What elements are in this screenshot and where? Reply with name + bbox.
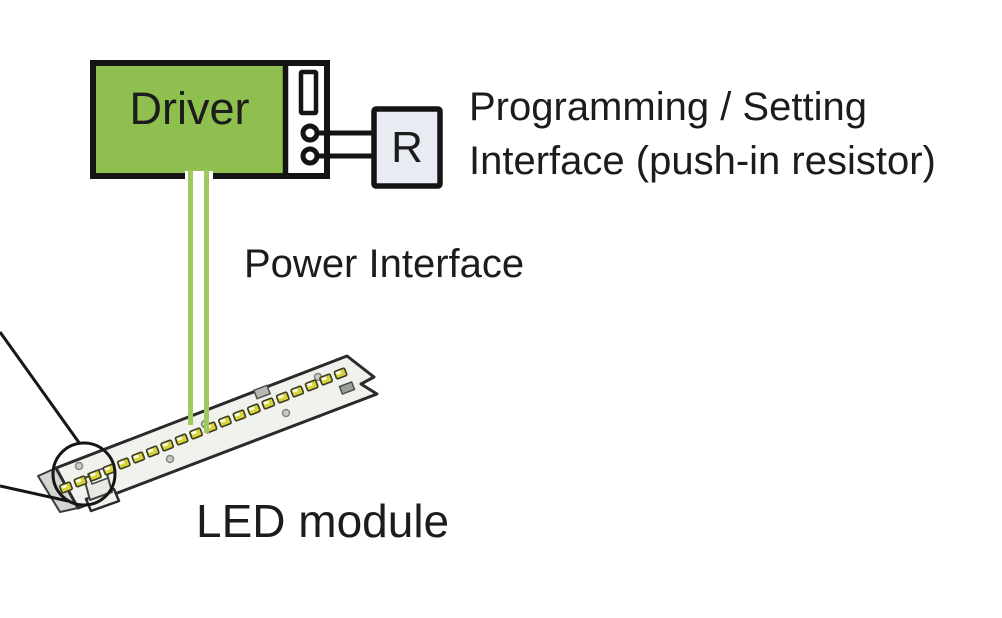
terminal-port-icon [300,123,320,143]
led [261,397,276,410]
pcb-hole [74,461,84,471]
driver-box [90,60,330,179]
led [87,469,102,482]
programming-interface-label-line1: Programming / Setting [469,85,867,129]
resistor-box [371,106,443,189]
programming-interface-label-line2: Interface (push-in resistor) [469,139,936,183]
led [73,475,88,488]
programming-interface-label: Programming / Setting Interface (push-in… [469,80,936,188]
pcb-hole [165,454,175,464]
led [145,445,160,458]
driver-body [96,66,283,173]
led-module-label: LED module [196,495,450,547]
dip-switch-icon [298,69,319,116]
led [174,433,189,446]
magnifier-callout [0,331,117,507]
power-interface-wires [188,170,209,433]
resistor-wires [317,130,374,159]
driver-label: Driver [129,83,250,134]
led [160,439,175,452]
smd-component [338,380,356,396]
callout-line-top [0,331,82,445]
led [232,409,247,422]
led [290,385,305,398]
led-module-board [37,354,379,513]
led-row [59,367,348,494]
led [218,415,232,428]
callout-line-bottom [0,484,69,503]
resistor-label: R [391,122,423,172]
border-gap [185,171,213,180]
led [319,373,334,386]
magnifier-callout-circle [51,441,117,507]
led [275,391,290,404]
led [304,379,319,392]
led [131,451,146,464]
smd-component [252,384,272,400]
led [189,427,203,440]
led [116,457,131,470]
terminal-port-icon [300,146,320,166]
power-interface-label: Power Interface [244,242,525,286]
pcb-hole [281,408,291,418]
led [246,403,261,416]
led [59,481,73,494]
led [333,367,348,380]
